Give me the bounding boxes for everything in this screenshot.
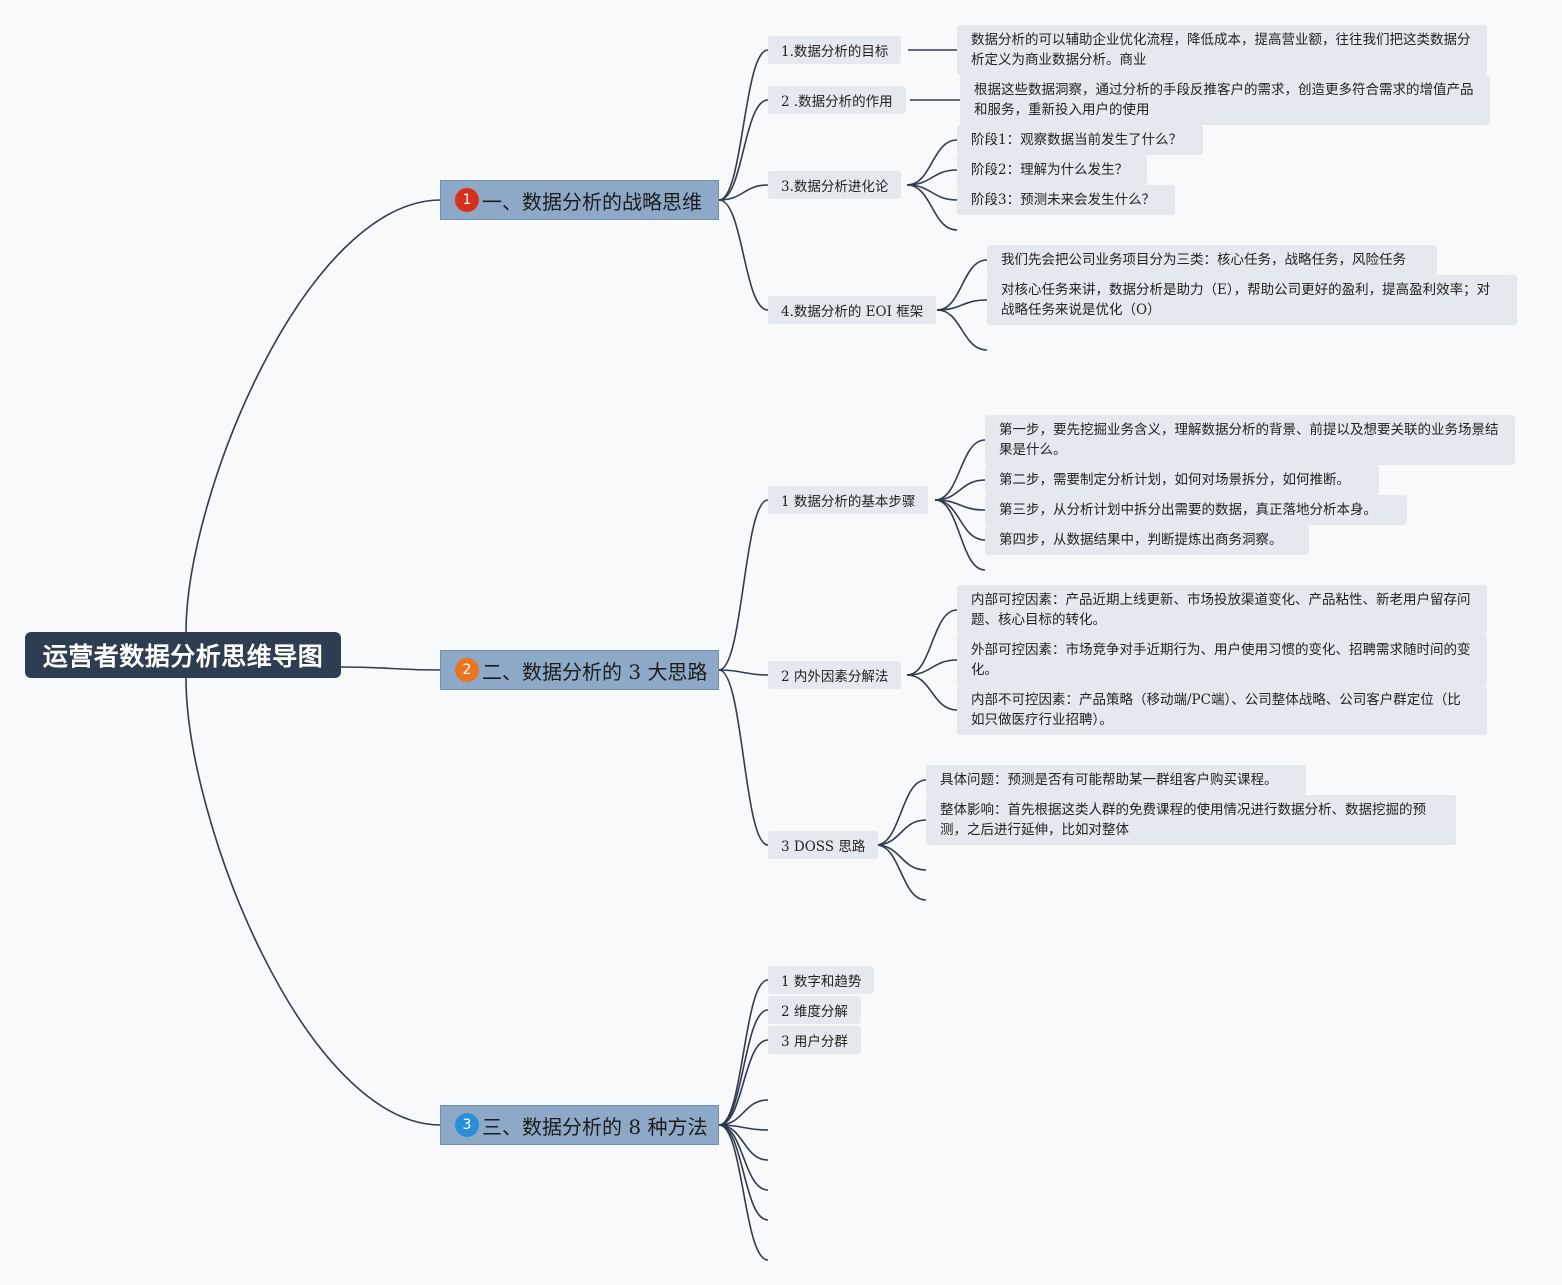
leaf-step-1[interactable]: 第一步，要先挖掘业务含义，理解数据分析的背景、前提以及想要关联的业务场景结果是什… — [985, 415, 1515, 465]
subtopic-role[interactable]: 2 .数据分析的作用 — [768, 86, 906, 114]
subtopic-evolution[interactable]: 3.数据分析进化论 — [768, 171, 902, 199]
link-branch1-sub3 — [718, 184, 769, 201]
number-badge-2: 2 — [455, 658, 479, 682]
branch-methods[interactable]: 3 三、数据分析的 8 种方法 — [440, 1105, 719, 1145]
link-eoi-leaf1 — [936, 259, 988, 311]
leaf-external-controllable[interactable]: 外部可控因素：市场竞争对手近期行为、用户使用习惯的变化、招聘需求随时间的变化。 — [957, 635, 1487, 685]
link-steps-leaf1 — [934, 439, 986, 501]
link-branch2-sub3 — [718, 669, 769, 846]
link-branch3-sub3 — [718, 1039, 769, 1126]
link-doss-leaf4 — [875, 844, 927, 901]
link-factor-leaf2 — [906, 659, 958, 676]
leaf-role-text[interactable]: 根据这些数据洞察，通过分析的手段反推客户的需求，创造更多符合需求的增值产品和服务… — [960, 75, 1490, 125]
leaf-stage-3[interactable]: 阶段3：预测未来会发生什么？ — [957, 185, 1175, 215]
link-doss-leaf2 — [875, 819, 927, 846]
number-badge-3: 3 — [455, 1113, 479, 1137]
subtopic-eoi-framework[interactable]: 4.数据分析的 EOI 框架 — [768, 296, 937, 324]
link-factor-leaf1 — [906, 609, 958, 676]
branch-approaches[interactable]: 2 二、数据分析的 3 大思路 — [440, 650, 719, 690]
subtopic-goal[interactable]: 1.数据分析的目标 — [768, 36, 902, 64]
link-doss-leaf1 — [875, 779, 927, 846]
link-root-branch1 — [185, 199, 442, 633]
link-branch2-sub2 — [718, 669, 769, 676]
leaf-goal-text[interactable]: 数据分析的可以辅助企业优化流程，降低成本，提高营业额，往往我们把这类数据分析定义… — [957, 25, 1487, 75]
branch-label: 三、数据分析的 8 种方法 — [482, 1114, 708, 1139]
branch-strategy[interactable]: 1 一、数据分析的战略思维 — [440, 180, 719, 220]
leaf-stage-1[interactable]: 阶段1：观察数据当前发生了什么？ — [957, 125, 1203, 155]
leaf-step-2[interactable]: 第二步，需要制定分析计划，如何对场景拆分，如何推断。 — [985, 465, 1379, 495]
link-branch1-sub4 — [718, 199, 769, 311]
subtopic-factor-decomposition[interactable]: 2 内外因素分解法 — [768, 661, 902, 689]
link-doss-leaf3 — [875, 844, 927, 871]
link-branch3-sub2 — [718, 1009, 769, 1126]
link-root-branch3 — [185, 677, 442, 1126]
link-evolution-leaf4 — [906, 184, 958, 231]
link-branch2-sub1 — [718, 499, 769, 671]
link-branch1-sub2 — [718, 99, 769, 201]
subtopic-dimension-decomposition[interactable]: 2 维度分解 — [768, 996, 861, 1024]
subtopic-user-segmentation[interactable]: 3 用户分群 — [768, 1026, 861, 1054]
link-branch3-sub7 — [718, 1124, 769, 1191]
link-branch3-sub1 — [718, 979, 769, 1126]
link-root-branch2 — [340, 666, 442, 671]
leaf-step-3[interactable]: 第三步，从分析计划中拆分出需要的数据，真正落地分析本身。 — [985, 495, 1407, 525]
link-branch3-sub8 — [718, 1124, 769, 1221]
root-node[interactable]: 运营者数据分析思维导图 — [25, 632, 341, 678]
branch-label: 一、数据分析的战略思维 — [482, 189, 702, 214]
link-steps-leaf5 — [934, 499, 986, 571]
number-badge-1: 1 — [455, 188, 479, 212]
link-branch3-sub4 — [718, 1099, 769, 1126]
leaf-internal-controllable[interactable]: 内部可控因素：产品近期上线更新、市场投放渠道变化、产品粘性、新老用户留存问题、核… — [957, 585, 1487, 635]
leaf-step-4[interactable]: 第四步，从数据结果中，判断提炼出商务洞察。 — [985, 525, 1309, 555]
subtopic-basic-steps[interactable]: 1 数据分析的基本步骤 — [768, 486, 929, 514]
link-steps-leaf2 — [934, 479, 986, 501]
link-factor-leaf3 — [906, 674, 958, 711]
leaf-overall-impact[interactable]: 整体影响：首先根据这类人群的免费课程的使用情况进行数据分析、数据挖掘的预测，之后… — [926, 795, 1456, 845]
link-branch1-sub1 — [718, 49, 769, 201]
link-eoi-leaf2 — [936, 299, 988, 311]
link-evolution-leaf1 — [906, 139, 958, 186]
leaf-specific-problem[interactable]: 具体问题：预测是否有可能帮助某一群组客户购买课程。 — [926, 765, 1306, 795]
link-eoi-leaf3 — [936, 309, 988, 351]
leaf-eoi-core-strategy[interactable]: 对核心任务来讲，数据分析是助力（E），帮助公司更好的盈利，提高盈利效率；对战略任… — [987, 275, 1517, 325]
subtopic-numbers-trends[interactable]: 1 数字和趋势 — [768, 966, 875, 994]
link-branch3-sub9 — [718, 1124, 769, 1261]
subtopic-doss[interactable]: 3 DOSS 思路 — [768, 831, 879, 859]
leaf-stage-2[interactable]: 阶段2：理解为什么发生？ — [957, 155, 1147, 185]
branch-label: 二、数据分析的 3 大思路 — [482, 659, 708, 684]
leaf-eoi-categories[interactable]: 我们先会把公司业务项目分为三类：核心任务，战略任务，风险任务 — [987, 245, 1437, 275]
leaf-internal-uncontrollable[interactable]: 内部不可控因素：产品策略（移动端/PC端）、公司整体战略、公司客户群定位（比如只… — [957, 685, 1487, 735]
